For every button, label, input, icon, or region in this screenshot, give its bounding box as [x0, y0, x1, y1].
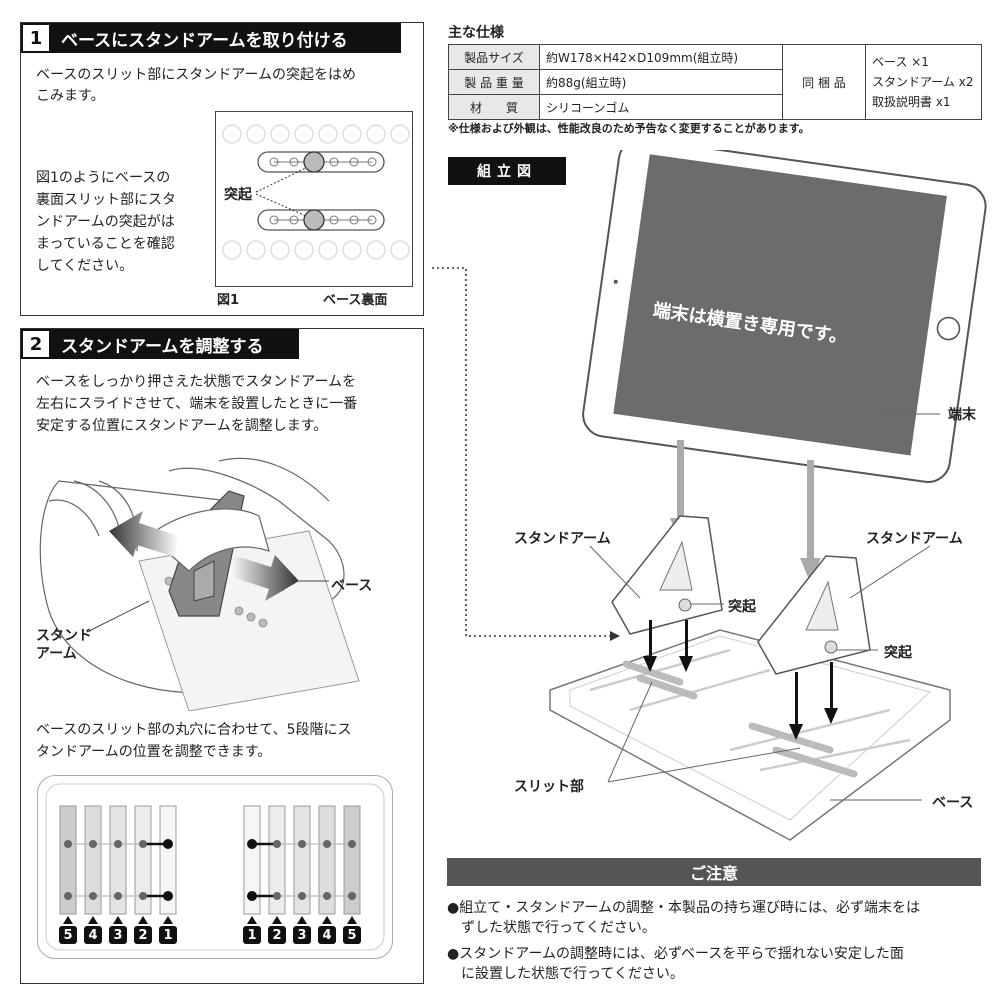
- figure1-tokki-label: 突起: [224, 184, 252, 204]
- position-number-right-5: 5: [343, 926, 361, 944]
- table-row: 製品サイズ 約W178×H42×D109mm(組立時) 同 梱 品 ベース ×1…: [448, 44, 982, 120]
- step2-intro-line: 左右にスライドさせて、端末を設置したときに一番: [36, 396, 358, 412]
- figure1: 突起: [215, 111, 413, 287]
- position-number-left-2: 2: [134, 926, 152, 944]
- assembly-tokki-left-label: 突起: [728, 599, 756, 615]
- position-number-right-1: 1: [243, 926, 261, 944]
- step1-body: 図1のようにベースの 裏面スリット部にスタ ンドアームの突起がは まっていること…: [36, 167, 176, 277]
- step1-body-line: してください。: [36, 258, 134, 274]
- step1-body-line: まっていることを確認: [36, 236, 175, 252]
- step1-intro-line2: こみます。: [36, 88, 105, 104]
- assembly-slit-label: スリット部: [514, 779, 584, 795]
- position-number-left-3: 3: [109, 926, 127, 944]
- step1-header: 1 ベースにスタンドアームを取り付ける: [21, 23, 401, 53]
- step2-arm-label-line2: アーム: [36, 646, 77, 662]
- assembly-arm-right-label: スタンドアーム: [866, 531, 963, 547]
- step2-header: 2 スタンドアームを調整する: [21, 329, 299, 359]
- hands-adjust-illustration: [39, 457, 360, 711]
- step1-body-line: ンドアームの突起がは: [36, 214, 175, 230]
- spec-value: 約W178×H42×D109mm(組立時): [539, 44, 783, 70]
- caution-item-line2: ずした状態で行ってください。: [461, 920, 656, 936]
- position-diagram: 5 4 3 2 1 1 2 3 4 5: [37, 775, 393, 959]
- position-diagram-illustration: [45, 783, 385, 951]
- step2-arm-label: スタンド アーム: [36, 627, 92, 663]
- caution-header: ご注意: [447, 858, 981, 886]
- specs-table: 製品サイズ 約W178×H42×D109mm(組立時) 同 梱 品 ベース ×1…: [448, 44, 982, 120]
- position-number-left-5: 5: [59, 926, 77, 944]
- step1-intro: ベースのスリット部にスタンドアームの突起をはめ こみます。: [36, 65, 356, 107]
- spec-label: 製 品 重 量: [448, 69, 540, 95]
- spec-label: 材 質: [448, 94, 540, 120]
- step2-intro-line: ベースをしっかり押さえた状態でスタンドアームを: [36, 374, 357, 390]
- step1-number: 1: [21, 23, 51, 53]
- assembly-illustration: [430, 150, 987, 841]
- included-item: スタンドアーム x2: [872, 75, 974, 89]
- step1-panel: 1 ベースにスタンドアームを取り付ける ベースのスリット部にスタンドアームの突起…: [20, 22, 424, 316]
- assembly-base-label: ベース: [932, 795, 974, 811]
- specs-footnote: ※仕様および外観は、性能改良のため予告なく変更することがあります。: [448, 122, 810, 135]
- step2-intro-line: 安定する位置にスタンドアームを調整します。: [36, 418, 328, 434]
- step1-body-line: 図1のようにベースの: [36, 170, 171, 186]
- position-number-left-1: 1: [159, 926, 177, 944]
- step2-number: 2: [21, 329, 51, 359]
- assembly-tokki-right-label: 突起: [884, 645, 912, 661]
- assembly-arm-left-label: スタンドアーム: [514, 531, 611, 547]
- caution-item-line2: に設置した状態で行ってください。: [461, 966, 684, 982]
- step1-intro-line1: ベースのスリット部にスタンドアームの突起をはめ: [36, 67, 357, 83]
- figure1-title: ベース裏面: [323, 293, 388, 308]
- caution-item-line1: ●スタンドアームの調整時には、必ずベースを平らで揺れない安定した面: [447, 946, 904, 962]
- spec-label: 製品サイズ: [448, 44, 540, 70]
- step2-note-line: ベースのスリット部の丸穴に合わせて、5段階にス: [36, 722, 352, 738]
- table-row: 材 質 シリコーンゴム: [448, 94, 982, 120]
- caution-item-line1: ●組立て・スタンドアームの調整・本製品の持ち運び時には、必ず端末をは: [447, 900, 920, 916]
- assembly-device-label: 端末: [948, 407, 976, 423]
- table-row: 製 品 重 量 約88g(組立時): [448, 69, 982, 95]
- step1-title: ベースにスタンドアームを取り付ける: [61, 30, 348, 51]
- step2-note-line: タンドアームの位置を調整できます。: [36, 744, 272, 760]
- step2-arm-label-line1: スタンド: [36, 628, 92, 644]
- step2-note: ベースのスリット部の丸穴に合わせて、5段階にス タンドアームの位置を調整できます…: [36, 719, 352, 763]
- position-number-right-4: 4: [318, 926, 336, 944]
- position-number-right-3: 3: [293, 926, 311, 944]
- step2-title: スタンドアームを調整する: [61, 336, 264, 357]
- figure1-illustration: [222, 124, 410, 260]
- spec-value: 約88g(組立時): [539, 69, 783, 95]
- spec-value: シリコーンゴム: [539, 94, 783, 120]
- step2-panel: 2 スタンドアームを調整する ベースをしっかり押さえた状態でスタンドアームを 左…: [20, 328, 424, 984]
- position-number-right-2: 2: [268, 926, 286, 944]
- step2-intro: ベースをしっかり押さえた状態でスタンドアームを 左右にスライドさせて、端末を設置…: [36, 371, 357, 437]
- step2-base-label: ベース: [331, 578, 373, 594]
- step1-body-line: 裏面スリット部にスタ: [36, 192, 176, 208]
- assembly-badge: 組立図: [448, 157, 566, 185]
- included-item: 取扱説明書 x1: [872, 95, 951, 109]
- included-items: ベース ×1 スタンドアーム x2 取扱説明書 x1: [865, 44, 982, 120]
- position-number-left-4: 4: [84, 926, 102, 944]
- figure1-caption: 図1: [217, 293, 240, 308]
- included-label: 同 梱 品: [782, 44, 866, 120]
- specs-heading: 主な仕様: [448, 25, 504, 41]
- caution-item: ●組立て・スタンドアームの調整・本製品の持ち運び時には、必ず端末をは ずした状態…: [447, 898, 920, 938]
- included-item: ベース ×1: [872, 55, 929, 69]
- caution-item: ●スタンドアームの調整時には、必ずベースを平らで揺れない安定した面 に設置した状…: [447, 944, 904, 984]
